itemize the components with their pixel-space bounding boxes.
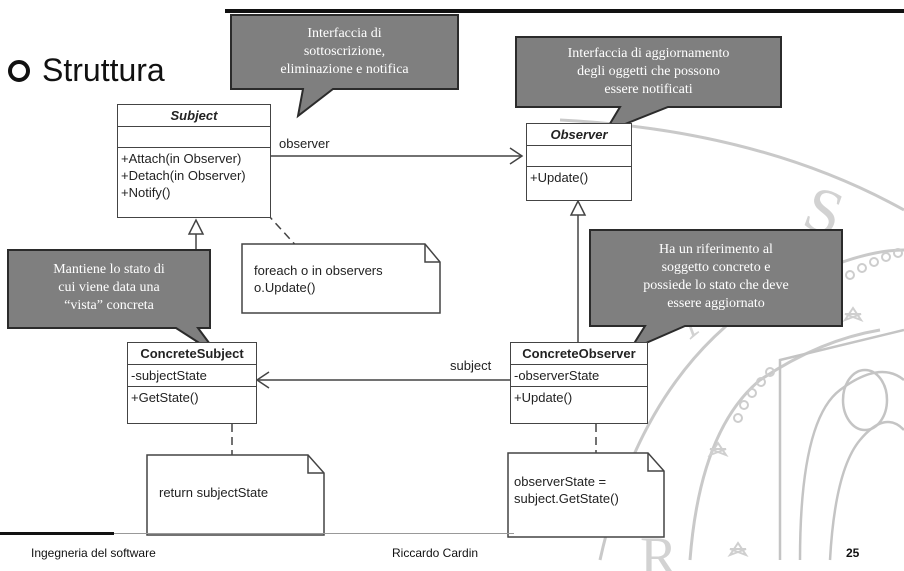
observer-class: Observer +Update() <box>526 123 632 201</box>
concrete-observer-class-name: ConcreteObserver <box>511 343 647 365</box>
concrete-subject-attribute: -subjectState <box>131 368 207 383</box>
observer-method: +Update() <box>530 170 589 185</box>
update-note-text: observerState = subject.GetState() <box>514 474 619 506</box>
concrete-subject-methods: +GetState() <box>128 387 256 408</box>
subject-method: +Notify() <box>121 185 171 200</box>
subject-association-label: subject <box>450 358 492 373</box>
concrete-subject-attributes: -subjectState <box>128 365 256 387</box>
update-note-fold <box>647 453 664 472</box>
heading-text: Struttura <box>42 52 165 88</box>
page-number: 25 <box>846 546 860 560</box>
top-rule <box>225 9 904 13</box>
concrete-observer-methods: +Update() <box>511 387 647 408</box>
concrete-subject-callout-shape <box>7 249 219 356</box>
subject-generalization-triangle <box>187 218 205 235</box>
notify-note-shape <box>241 243 441 314</box>
update-note-shape <box>507 452 665 538</box>
concrete-observer-method: +Update() <box>514 390 573 405</box>
subject-class-name: Subject <box>118 105 270 127</box>
observer-generalization-triangle <box>569 199 587 216</box>
concrete-observer-attributes: -observerState <box>511 365 647 387</box>
footer-course: Ingegneria del software <box>31 546 156 560</box>
subject-callout-shape <box>230 14 459 119</box>
subject-attributes <box>118 127 270 148</box>
concrete-observer-callout-text: Ha un riferimento al soggetto concreto e… <box>643 242 789 311</box>
concrete-observer-callout-shape <box>589 229 843 353</box>
concrete-observer-callout: Ha un riferimento al soggetto concreto e… <box>590 230 842 326</box>
observer-class-name: Observer <box>527 124 631 146</box>
notify-note-fold <box>424 244 440 263</box>
subject-callout: Interfaccia di sottoscrizione, eliminazi… <box>231 15 458 89</box>
notify-note-text: foreach o in observers o.Update() <box>254 263 383 295</box>
concrete-subject-callout: Mantiene lo stato di cui viene data una … <box>8 250 210 328</box>
subject-method: +Attach(in Observer) <box>121 151 242 166</box>
getstate-note-fold <box>307 455 324 474</box>
getstate-note-shape <box>146 454 325 536</box>
observer-association-label: observer <box>279 136 330 151</box>
subject-methods: +Attach(in Observer) +Detach(in Observer… <box>118 148 270 203</box>
notify-note: foreach o in observers o.Update() <box>242 244 440 313</box>
subject-callout-text: Interfaccia di sottoscrizione, eliminazi… <box>280 26 409 77</box>
bullet-icon <box>8 59 30 82</box>
observer-methods: +Update() <box>527 167 631 188</box>
concrete-subject-callout-text: Mantiene lo stato di cui viene data una … <box>53 262 165 313</box>
concrete-subject-method: +GetState() <box>131 390 199 405</box>
subject-class: Subject +Attach(in Observer) +Detach(in … <box>117 104 271 218</box>
observer-association-arrow <box>509 147 524 165</box>
notify-note-connector <box>257 203 301 251</box>
concrete-subject-class: ConcreteSubject -subjectState +GetState(… <box>127 342 257 424</box>
observer-callout-shape <box>515 36 782 135</box>
update-note: observerState = subject.GetState() <box>508 453 664 537</box>
footer-author: Riccardo Cardin <box>392 546 479 560</box>
getstate-note-text: return subjectState <box>159 485 269 500</box>
slide-heading: Struttura <box>8 52 165 89</box>
concrete-observer-class: ConcreteObserver -observerState +Update(… <box>510 342 648 424</box>
observer-callout-text: Interfaccia di aggiornamento degli ogget… <box>567 46 730 97</box>
footer-rule <box>0 532 114 535</box>
observer-attributes <box>527 146 631 167</box>
concrete-subject-class-name: ConcreteSubject <box>128 343 256 365</box>
footer-rule-thin <box>114 533 514 534</box>
subject-method: +Detach(in Observer) <box>121 168 246 183</box>
subject-association-arrow <box>255 371 270 389</box>
observer-callout: Interfaccia di aggiornamento degli ogget… <box>516 37 781 107</box>
concrete-observer-attribute: -observerState <box>514 368 600 383</box>
getstate-note: return subjectState <box>147 455 324 535</box>
